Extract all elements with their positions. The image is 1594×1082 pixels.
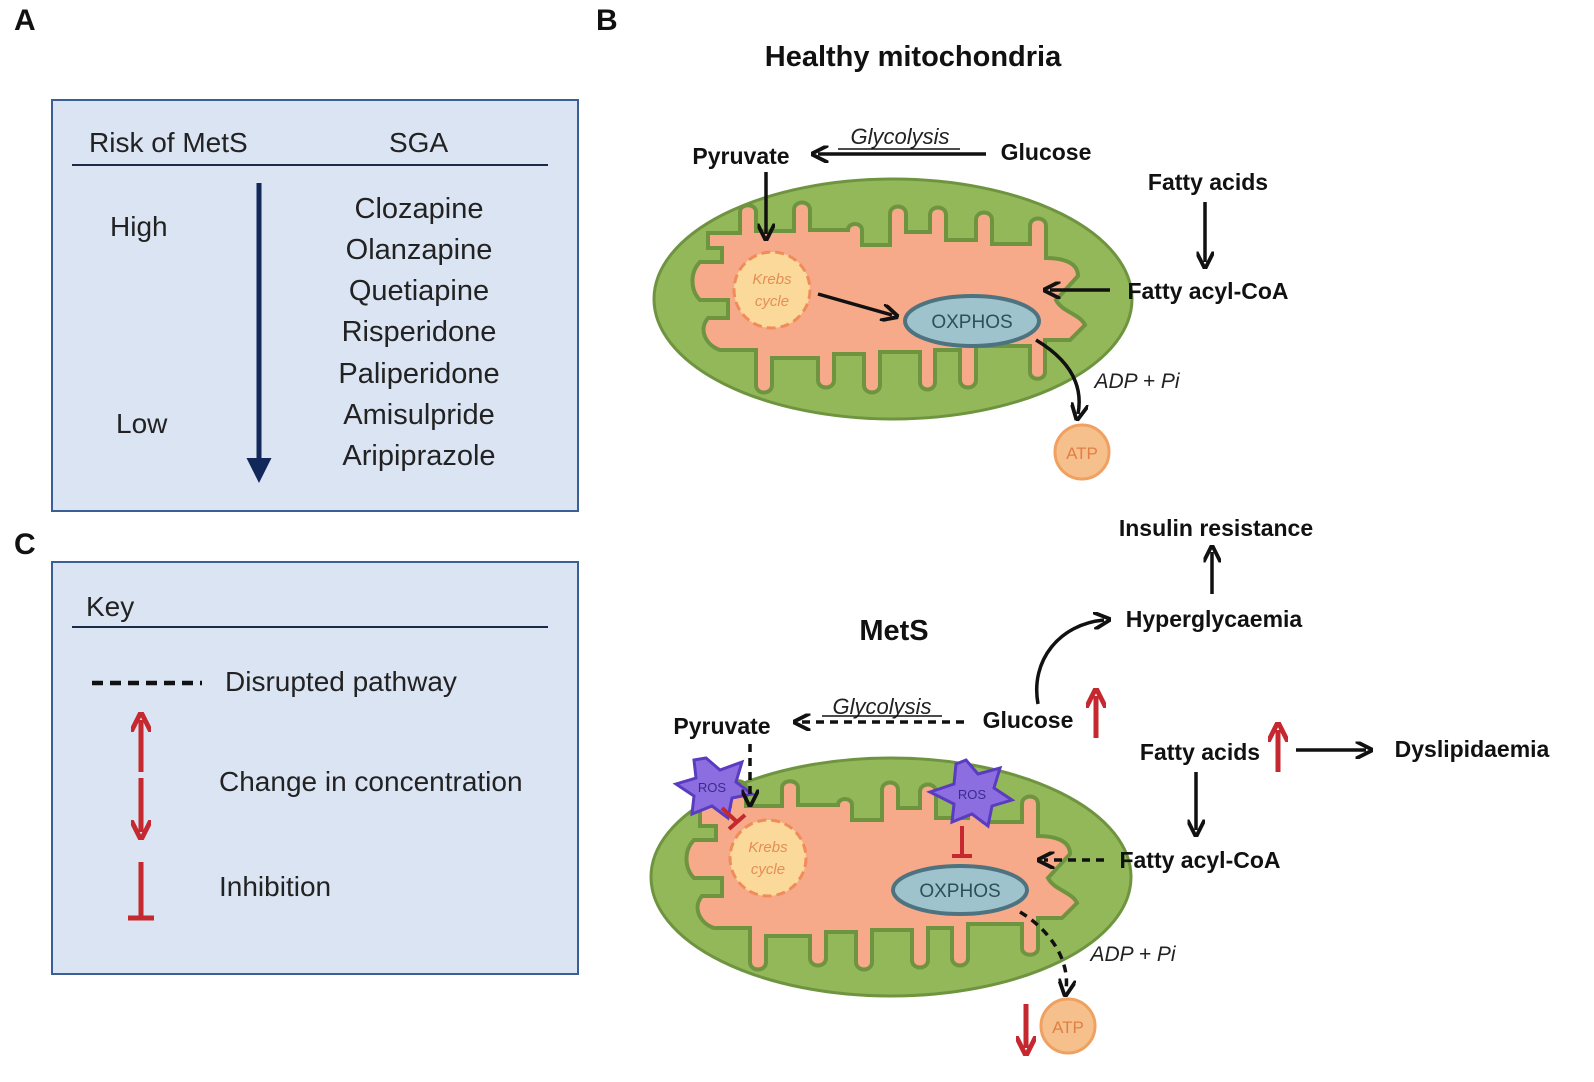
healthy-krebs-label-1: Krebs <box>752 271 792 288</box>
drug-amisulpride: Amisulpride <box>343 399 495 431</box>
ros-label-oxphos: ROS <box>958 787 987 802</box>
drug-olanzapine: Olanzapine <box>345 234 493 266</box>
mets-oxphos-label: OXPHOS <box>919 881 1000 902</box>
healthy-title: Healthy mitochondria <box>765 41 1062 73</box>
ros-label-krebs: ROS <box>698 780 727 795</box>
healthy-mitochondrion <box>652 177 1134 421</box>
healthy-krebs-cycle: Krebs cycle <box>732 250 812 330</box>
healthy-krebs-label-2: cycle <box>755 293 789 310</box>
drug-clozapine: Clozapine <box>354 193 484 225</box>
sga-header: SGA <box>389 127 449 158</box>
ros-star-krebs: ROS <box>672 756 756 821</box>
mets-title: MetS <box>859 615 928 647</box>
mets-glucose-to-hyperglycaemia-arrow <box>1035 620 1104 705</box>
drug-aripiprazole: Aripiprazole <box>342 440 496 472</box>
healthy-krebs-to-oxphos-arrow <box>817 292 892 315</box>
mets-krebs-label-2: cycle <box>751 861 785 878</box>
drug-risperidone: Risperidone <box>341 316 497 348</box>
key-disrupted-pathway-label: Disrupted pathway <box>225 666 457 697</box>
mets-dyslipidaemia-label: Dyslipidaemia <box>1395 736 1550 762</box>
drug-quetiapine: Quetiapine <box>348 275 490 307</box>
key-inhibition-icon <box>128 862 154 921</box>
drug-paliperidone: Paliperidone <box>338 358 500 390</box>
key-change-in-concentration-label: Change in concentration <box>219 766 523 797</box>
key-inhibition-label: Inhibition <box>219 871 332 902</box>
healthy-atp: ATP <box>1053 423 1111 481</box>
mets-pyruvate-label: Pyruvate <box>673 713 770 739</box>
risk-low-label: Low <box>116 408 168 439</box>
mets-oxphos-to-atp-dashed-arrow <box>1019 910 1067 990</box>
table-header-rule <box>72 164 548 166</box>
mets-fatty-acyl-coa-label: Fatty acyl-CoA <box>1119 847 1280 873</box>
healthy-oxphos-to-atp-arrow <box>1035 338 1079 414</box>
mets-krebs-label-1: Krebs <box>748 839 788 856</box>
sga-risk-table: Risk of MetS SGA High Low Clozapine Olan… <box>51 99 579 512</box>
key-header-rule <box>72 626 548 628</box>
key-title: Key <box>86 591 135 622</box>
risk-of-mets-header: Risk of MetS <box>89 127 248 158</box>
inhibition-ros-krebs <box>720 806 747 831</box>
mets-atp-label: ATP <box>1052 1018 1084 1037</box>
inhibition-ros-oxphos <box>952 826 972 858</box>
mets-krebs-cycle: Krebs cycle <box>728 818 808 898</box>
healthy-fatty-acids-label: Fatty acids <box>1148 169 1268 195</box>
mets-oxphos: OXPHOS <box>891 864 1029 916</box>
mets-insulin-resistance-label: Insulin resistance <box>1119 515 1313 541</box>
mets-atp: ATP <box>1039 997 1097 1055</box>
healthy-oxphos-label: OXPHOS <box>931 312 1012 333</box>
healthy-atp-label: ATP <box>1066 444 1098 463</box>
healthy-oxphos: OXPHOS <box>903 294 1041 348</box>
panel-label-a: A <box>14 4 36 37</box>
mets-adp-pi-label: ADP + Pi <box>1088 943 1176 966</box>
mets-glycolysis-label: Glycolysis <box>832 694 931 719</box>
mets-fatty-acids-label: Fatty acids <box>1140 739 1260 765</box>
ros-star-oxphos: ROS <box>926 758 1016 829</box>
mets-glucose-label: Glucose <box>983 707 1074 733</box>
healthy-fatty-acyl-coa-label: Fatty acyl-CoA <box>1127 278 1288 304</box>
mets-hyperglycaemia-label: Hyperglycaemia <box>1126 606 1303 632</box>
healthy-glucose-label: Glucose <box>1001 139 1092 165</box>
risk-high-label: High <box>110 211 168 242</box>
panel-label-b: B <box>596 4 618 37</box>
healthy-glycolysis-label: Glycolysis <box>850 124 949 149</box>
healthy-adp-pi-label: ADP + Pi <box>1092 370 1180 393</box>
healthy-pyruvate-label: Pyruvate <box>692 143 789 169</box>
panel-label-c: C <box>14 528 36 561</box>
